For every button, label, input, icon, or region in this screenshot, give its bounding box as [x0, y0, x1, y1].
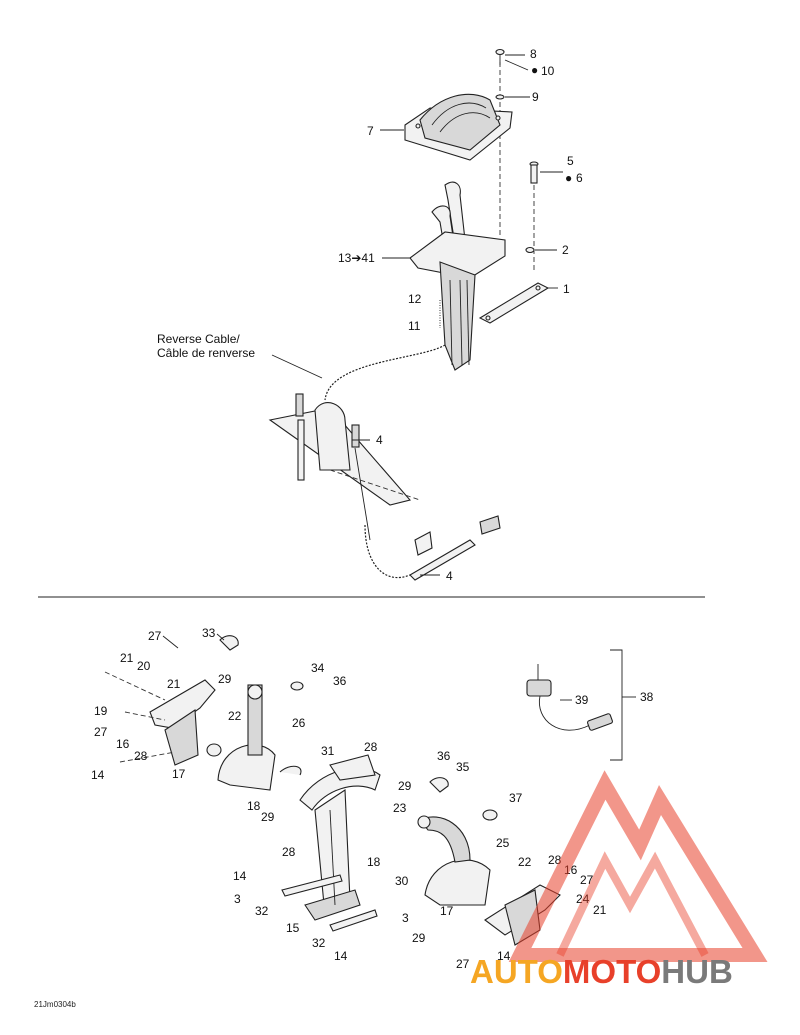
- callout-36: 36: [437, 749, 451, 763]
- rod-32a: [281, 874, 343, 897]
- callout-28: 28: [134, 749, 148, 763]
- callout-27: 27: [456, 957, 470, 971]
- screw-8: [495, 48, 505, 65]
- callout-17: 17: [440, 904, 454, 918]
- callout-8: 8: [530, 47, 537, 61]
- callout-29: 29: [261, 810, 275, 824]
- callout-19: 19: [94, 704, 108, 718]
- callout-26: 26: [292, 716, 306, 730]
- callout-3: 3: [234, 892, 241, 906]
- watermark-hub: HUB: [661, 953, 733, 990]
- shift-cable: [364, 524, 411, 579]
- neutral-switch-38: [526, 649, 623, 761]
- callout-11: 11: [408, 319, 421, 333]
- rod-32b: [329, 909, 378, 932]
- reverse-linkage: [268, 393, 501, 581]
- drawing-code: 21Jm0304b: [34, 1000, 76, 1009]
- callout-20: 20: [137, 659, 151, 673]
- callout-36: 36: [333, 674, 347, 688]
- bolt-5: [529, 161, 539, 184]
- callout-31: 31: [321, 744, 335, 758]
- bushing-17: [206, 743, 222, 757]
- callout-7: 7: [367, 124, 374, 138]
- callout-2: 2: [562, 243, 569, 257]
- callout-23: 23: [393, 801, 407, 815]
- callout-29: 29: [398, 779, 412, 793]
- reverse-cable-label-fr: Câble de renverse: [157, 346, 255, 360]
- watermark-auto: AUTO: [470, 953, 563, 990]
- callout-32: 32: [312, 936, 326, 950]
- cover-33: [219, 635, 239, 651]
- callout-39: 39: [575, 693, 589, 707]
- callout-14: 14: [91, 768, 105, 782]
- bushing-37: [482, 809, 498, 821]
- callout-32: 32: [255, 904, 269, 918]
- callout-37: 37: [509, 791, 523, 805]
- callout-38: 38: [640, 690, 654, 704]
- shift-lever-assembly: [409, 181, 506, 371]
- sector-gear-26: [217, 684, 276, 791]
- callout-30: 30: [395, 874, 409, 888]
- callout-17: 17: [172, 767, 186, 781]
- callout-22: 22: [228, 709, 242, 723]
- bracket-1: [478, 282, 550, 324]
- callout-6: 6: [576, 171, 583, 185]
- callout-16: 16: [116, 737, 130, 751]
- automotohub-watermark: AUTOMOTOHUB: [470, 770, 768, 990]
- washer-9: [495, 94, 505, 100]
- callout-24: 24: [576, 892, 590, 906]
- callout-3: 3: [402, 911, 409, 925]
- reverse-cable-label-en: Reverse Cable/: [157, 332, 240, 346]
- callout-33: 33: [202, 626, 216, 640]
- washer-34: [290, 681, 304, 691]
- callout-27: 27: [94, 725, 108, 739]
- callout-29: 29: [412, 931, 426, 945]
- callout-21: 21: [593, 903, 607, 917]
- callout-15: 15: [286, 921, 300, 935]
- callout-4: 4: [376, 433, 383, 447]
- callout-9: 9: [532, 90, 539, 104]
- cover-35: [429, 777, 449, 793]
- callout-34: 34: [311, 661, 325, 675]
- callout-4: 4: [446, 569, 453, 583]
- callout-21: 21: [120, 651, 134, 665]
- svg-text:AUTOMOTOHUB: AUTOMOTOHUB: [470, 953, 733, 990]
- callout-21: 21: [167, 677, 181, 691]
- watermark-triangle: [508, 770, 768, 962]
- reverse-cable: [324, 344, 446, 401]
- callout-5: 5: [567, 154, 574, 168]
- callout-35: 35: [456, 760, 470, 774]
- sector-gear-25: [417, 815, 491, 906]
- callout-10: 10: [541, 64, 555, 78]
- callout-12: 12: [408, 292, 422, 306]
- callout-29: 29: [218, 672, 232, 686]
- callout-27: 27: [148, 629, 162, 643]
- callout-18: 18: [247, 799, 261, 813]
- callout-13-41: 13➔41: [338, 251, 375, 265]
- main-frame-15: [299, 754, 381, 921]
- clip-31: [279, 765, 302, 776]
- callout-25: 25: [496, 836, 510, 850]
- callout-14: 14: [497, 949, 511, 963]
- callout-28: 28: [364, 740, 378, 754]
- callout-22: 22: [518, 855, 532, 869]
- callout-14: 14: [334, 949, 348, 963]
- callout-28: 28: [282, 845, 296, 859]
- callout-27: 27: [580, 873, 594, 887]
- callout-14: 14: [233, 869, 247, 883]
- nut-2: [525, 246, 535, 254]
- mounting-bracket-left: [104, 671, 216, 766]
- callout-1: 1: [563, 282, 570, 296]
- callout-18: 18: [367, 855, 381, 869]
- watermark-moto: MOTO: [563, 953, 661, 990]
- drop-icon: ●: [531, 63, 538, 77]
- drop-icon: ●: [565, 171, 572, 185]
- shifter-cover-7: [404, 93, 513, 161]
